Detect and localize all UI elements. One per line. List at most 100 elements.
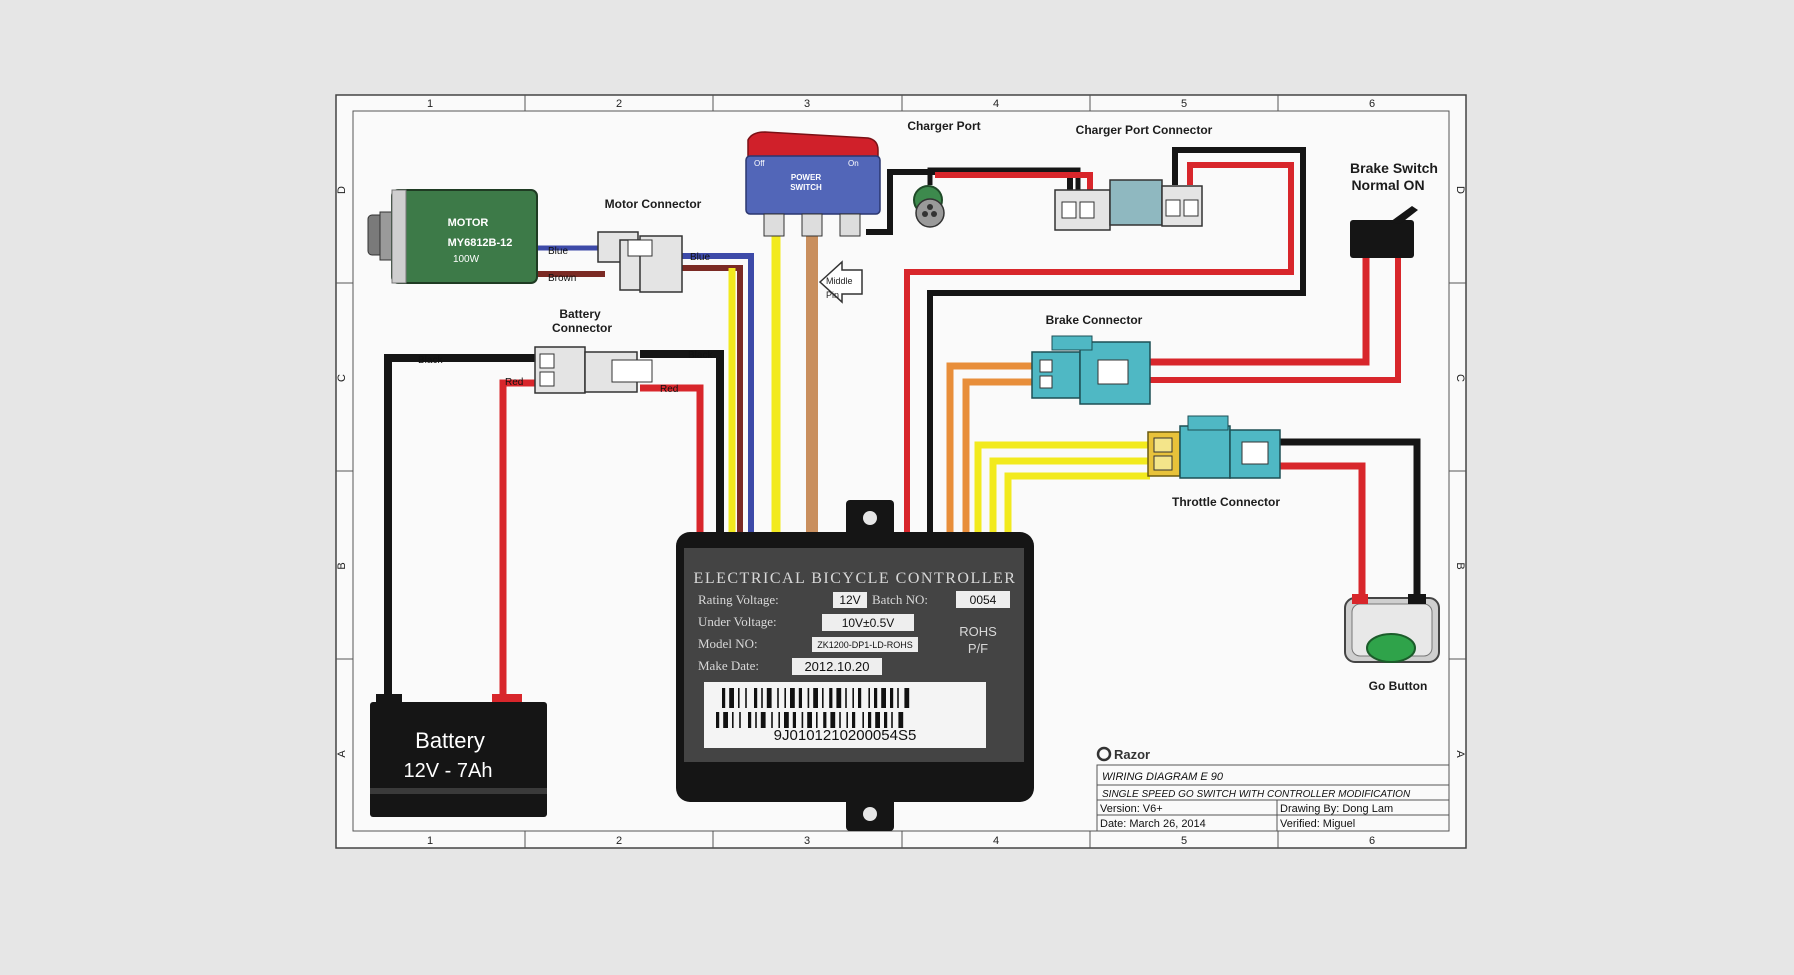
brand-name: Razor: [1114, 747, 1150, 762]
go-button-icon: [1366, 633, 1416, 663]
charger-port-label: Charger Port: [907, 119, 980, 133]
col-label: 1: [427, 98, 433, 110]
brake-switch-label-1: Brake Switch: [1350, 160, 1438, 176]
title-block: Razor WIRING DIAGRAM E 90 SINGLE SPEED G…: [1096, 746, 1450, 832]
row-label: B: [336, 562, 348, 569]
barcode-bar: [732, 712, 734, 728]
brake-switch: [1350, 206, 1418, 258]
drawing-title: WIRING DIAGRAM E 90: [1102, 771, 1224, 783]
barcode-bar: [760, 712, 766, 728]
barcode-bar: [829, 688, 833, 708]
wire-yellow-throttle-2: [989, 457, 1150, 533]
razor-logo-icon: [1096, 746, 1112, 762]
barcode-bar: [798, 688, 802, 708]
barcode-bar: [739, 712, 741, 728]
charger-port: [913, 185, 945, 228]
rating-voltage-value: 12V: [839, 593, 860, 607]
wire-go-black: [1280, 438, 1421, 600]
row-label: B: [1454, 562, 1466, 569]
make-date-label: Make Date:: [698, 658, 759, 673]
wire-label-red-right: Red: [660, 384, 678, 395]
barcode-bar: [845, 688, 847, 708]
wire-charger-black2: [927, 167, 1081, 195]
barcode-bar: [792, 712, 796, 728]
charger-port-connector: [1054, 179, 1203, 231]
motor-model: MY6812B-12: [448, 237, 513, 249]
brake-connector-label: Brake Connector: [1046, 313, 1143, 327]
wire-label-blue2: Blue: [690, 252, 710, 263]
barcode-bar: [881, 688, 886, 708]
wire-battery-red: [499, 379, 538, 700]
go-button-label: Go Button: [1369, 679, 1428, 693]
brake-connector: [1031, 335, 1151, 405]
model-label: Model NO:: [698, 636, 758, 651]
wire-charger-black: [866, 169, 1073, 235]
barcode-bar: [771, 712, 773, 728]
middle-pin-label-2: Pin: [826, 290, 839, 300]
charger-port-connector-label: Charger Port Connector: [1076, 123, 1213, 137]
col-label: 4: [993, 98, 999, 110]
motor-connector-label: Motor Connector: [605, 197, 702, 211]
version: Version: V6+: [1100, 803, 1163, 815]
barcode-bar: [807, 688, 810, 708]
row-label: C: [336, 374, 348, 382]
switch-off-label: Off: [754, 159, 765, 168]
barcode-bar: [754, 688, 758, 708]
motor-connector: [597, 231, 683, 293]
row-label: D: [336, 186, 348, 194]
barcode-bar: [761, 688, 763, 708]
barcode-bar: [904, 688, 910, 708]
col-label: 6: [1369, 98, 1375, 110]
barcode-bar: [738, 688, 740, 708]
wire-yellow-throttle-3: [1004, 472, 1150, 533]
go-button: [1344, 594, 1440, 663]
barcode-bar: [801, 712, 804, 728]
serial-number: 9J0101210200054S5: [774, 727, 917, 744]
barcode-bar: [891, 712, 893, 728]
barcode-bar: [777, 688, 779, 708]
battery-connector: [534, 346, 653, 394]
barcode-bar: [723, 712, 728, 728]
barcode-icon: [716, 688, 910, 728]
under-voltage-value: 10V±0.5V: [842, 616, 895, 630]
switch-label-2: SWITCH: [790, 183, 822, 192]
wire-controller-red: [640, 384, 704, 533]
row-label: D: [1454, 186, 1466, 194]
switch-label-1: POWER: [791, 173, 821, 182]
battery-connector-label-2: Connector: [552, 321, 612, 335]
barcode-bar: [722, 688, 726, 708]
rohs-pf-label: P/F: [968, 641, 988, 656]
barcode-bar: [830, 712, 836, 728]
wire-charger-controller-red: [904, 162, 1294, 533]
barcode-bar: [836, 688, 842, 708]
under-voltage-label: Under Voltage:: [698, 614, 777, 629]
wire-charger-controller-black: [927, 147, 1306, 533]
row-label: A: [336, 750, 348, 758]
wire-orange-2: [962, 378, 1035, 533]
rating-voltage-label: Rating Voltage:: [698, 592, 779, 607]
batch-label: Batch NO:: [872, 592, 928, 607]
wire-battery-black: [384, 354, 538, 700]
barcode-bar: [807, 712, 812, 728]
batch-value: 0054: [970, 593, 997, 607]
barcode-bar: [816, 712, 818, 728]
barcode-bar: [852, 688, 854, 708]
row-label: A: [1454, 750, 1466, 758]
battery-spec: 12V - 7Ah: [404, 760, 493, 782]
col-label: 5: [1181, 98, 1187, 110]
throttle-connector: [1147, 415, 1281, 479]
battery-connector-label-1: Battery: [559, 307, 601, 321]
barcode-bar: [823, 712, 827, 728]
wire-controller-black: [640, 350, 724, 533]
drawing-by: Drawing By: Dong Lam: [1280, 803, 1393, 815]
barcode-bar: [898, 712, 904, 728]
switch-on-label: On: [848, 159, 859, 168]
controller: ELECTRICAL BICYCLE CONTROLLER Rating Vol…: [676, 500, 1034, 831]
wire-go-red: [1280, 462, 1366, 600]
barcode-bar: [862, 712, 864, 728]
col-label: 2: [616, 835, 622, 847]
controller-title: ELECTRICAL BICYCLE CONTROLLER: [694, 570, 1017, 587]
power-switch: Off On POWER SWITCH: [745, 131, 881, 237]
barcode-bar: [745, 688, 747, 708]
